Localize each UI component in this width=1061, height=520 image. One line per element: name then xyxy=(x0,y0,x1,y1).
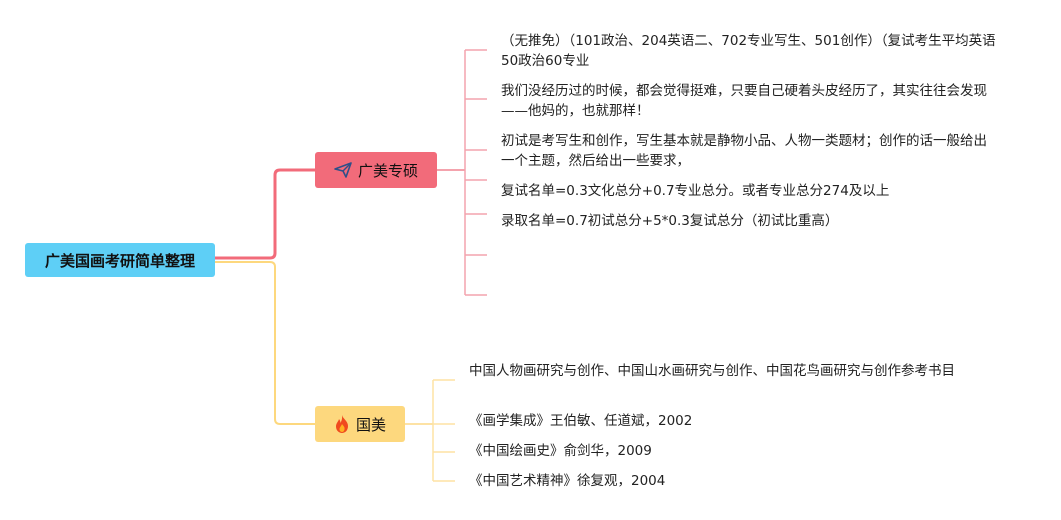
leaf-node[interactable]: 录取名单=0.7初试总分+5*0.3复试总分（初试比重高） xyxy=(501,211,996,231)
leaf-text: （无推免）（101政治、204英语二、702专业写生、501创作）（复试考生平均… xyxy=(501,33,996,69)
leaf-text: 《中国绘画史》俞剑华，2009 xyxy=(469,443,652,459)
branch-label: 广美专硕 xyxy=(357,161,418,180)
leaf-text: 复试名单=0.3文化总分+0.7专业总分。或者专业总分274及以上 xyxy=(501,183,890,199)
leaf-node[interactable]: 我们没经历过的时候，都会觉得挺难，只要自己硬着头皮经历了，其实往往会发现——他妈… xyxy=(501,81,996,121)
fire-icon xyxy=(334,414,350,434)
branch-label: 国美 xyxy=(355,415,386,434)
leaf-text: 我们没经历过的时候，都会觉得挺难，只要自己硬着头皮经历了，其实往往会发现——他妈… xyxy=(501,83,987,119)
leaf-text: 《画学集成》王伯敏、任道斌，2002 xyxy=(469,413,693,429)
leaf-node-empty[interactable] xyxy=(501,245,996,265)
leaf-node[interactable]: 《画学集成》王伯敏、任道斌，2002 xyxy=(469,411,964,431)
root-label: 广美国画考研简单整理 xyxy=(44,251,195,270)
leaf-text: 中国人物画研究与创作、中国山水画研究与创作、中国花鸟画研究与创作参考书目 xyxy=(469,363,955,379)
leaf-node[interactable]: 《中国艺术精神》徐复观，2004 xyxy=(469,471,964,491)
leaf-node[interactable]: 中国人物画研究与创作、中国山水画研究与创作、中国花鸟画研究与创作参考书目 xyxy=(469,361,964,381)
leaf-text: 《中国艺术精神》徐复观，2004 xyxy=(469,473,666,489)
link-root-b1 xyxy=(215,168,315,260)
leaf-text: 录取名单=0.7初试总分+5*0.3复试总分（初试比重高） xyxy=(501,213,839,229)
leaf-node-empty[interactable] xyxy=(501,285,996,305)
leaf-node[interactable]: 初试是考写生和创作，写生基本就是静物小品、人物一类题材；创作的话一般给出一个主题… xyxy=(501,131,996,171)
branch-node-guomei[interactable]: 国美 xyxy=(315,406,405,442)
branch-node-guangmei[interactable]: 广美专硕 xyxy=(315,152,437,188)
leaf-node[interactable]: 复试名单=0.3文化总分+0.7专业总分。或者专业总分274及以上 xyxy=(501,181,996,201)
leaf-node[interactable]: 《中国绘画史》俞剑华，2009 xyxy=(469,441,964,461)
root-node[interactable]: 广美国画考研简单整理 xyxy=(25,243,215,277)
leaf-node[interactable]: （无推免）（101政治、204英语二、702专业写生、501创作）（复试考生平均… xyxy=(501,31,996,71)
paper-plane-icon xyxy=(334,162,352,178)
link-root-b2 xyxy=(215,261,315,425)
leaf-text: 初试是考写生和创作，写生基本就是静物小品、人物一类题材；创作的话一般给出一个主题… xyxy=(501,133,987,169)
